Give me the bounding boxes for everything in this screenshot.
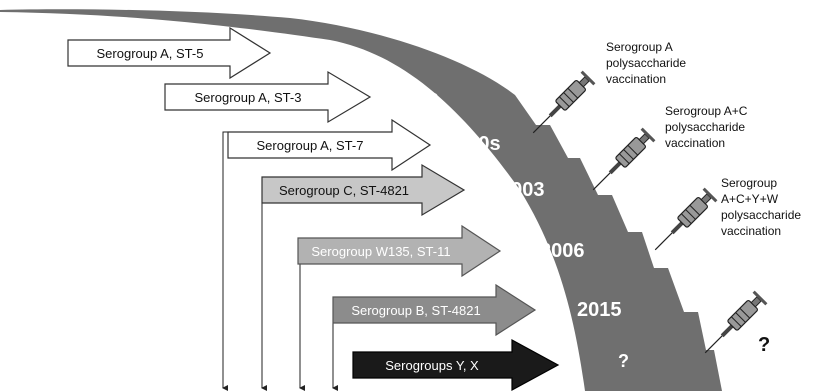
arrow-label: Serogroup C, ST-4821 [279,183,409,198]
vaccination-annotation: ? [758,334,770,356]
vaccination-line: Serogroup [721,176,777,190]
arrow-shape [227,118,432,172]
year-label: 2003 [500,179,545,201]
arrow-label: Serogroup A, ST-5 [97,46,204,61]
arrow-label: Serogroup B, ST-4821 [351,303,480,318]
vaccination-annotation: Serogroup A+C+Y+W polysaccharide vaccina… [721,176,801,238]
year-label: 2015 [577,299,622,321]
arrow-shape [261,163,466,217]
vaccination-line: vaccination [721,224,781,238]
arrow-shape [297,224,502,278]
vaccination-line: ? [758,334,770,356]
vaccination-line: polysaccharide [665,120,745,134]
vaccination-line: polysaccharide [606,56,686,70]
arrow-6: Serogroups Y, X [352,338,560,391]
syringe-icon [532,70,596,134]
year-labels: 1950s 1960s 1980s 2003 2006 2015 ? [278,40,629,371]
arrow-shape [332,283,537,337]
arrow-label: Serogroup A, ST-7 [257,138,364,153]
vaccination-annotation: Serogroup A+C polysaccharide vaccination [665,104,748,150]
arrow-label: Serogroup A, ST-3 [195,90,302,105]
connector-lines [222,131,338,391]
year-label: 2006 [540,240,585,262]
arrow-4: Serogroup W135, ST-11 [297,224,502,278]
year-label: ? [618,351,629,371]
vaccination-annotation: Serogroup A polysaccharide vaccination [606,40,686,86]
year-label: 1960s [383,87,439,109]
arrow-shape [352,338,560,391]
arrow-5: Serogroup B, ST-4821 [332,283,537,337]
arrow-label: Serogroups Y, X [385,358,479,373]
arrow-shape [164,70,372,124]
arrow-label: Serogroup W135, ST-11 [311,244,450,259]
vaccination-line: Serogroup A+C [665,104,748,118]
year-label: 1950s [278,40,334,62]
arrow-3: Serogroup C, ST-4821 [261,163,466,217]
connector-line-st7 [222,131,228,391]
timeline-band [0,9,722,391]
year-label: 1980s [445,133,501,155]
arrow-1: Serogroup A, ST-3 [164,70,372,124]
vaccination-line: polysaccharide [721,208,801,222]
vaccination-line: vaccination [606,72,666,86]
arrow-shape [67,26,272,80]
vaccination-line: Serogroup A [606,40,673,54]
vaccination-line: A+C+Y+W [721,192,779,206]
syringe-icon [654,187,718,251]
arrow-0: Serogroup A, ST-5 [67,26,272,80]
syringe-icon [592,127,656,191]
syringe-icon [704,290,768,354]
vaccination-line: vaccination [665,136,725,150]
arrow-2: Serogroup A, ST-7 [227,118,432,172]
